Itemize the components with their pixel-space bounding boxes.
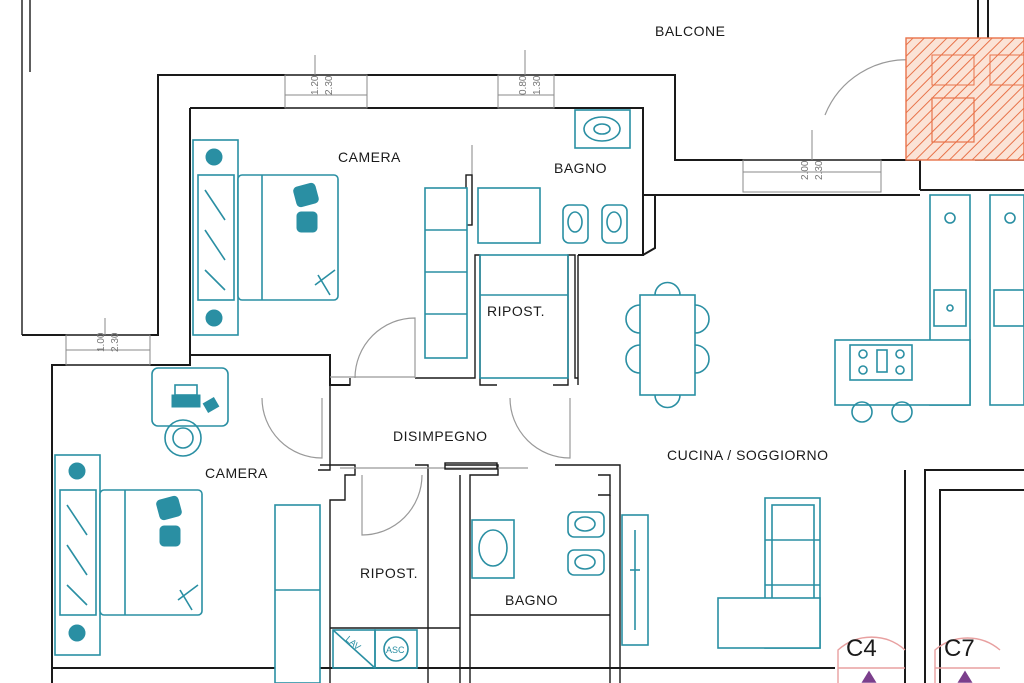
room-label-cucina-soggiorno: CUCINA / SOGGIORNO: [667, 447, 828, 463]
markers: C4 C7: [837, 635, 1001, 683]
bathroom-top-fixtures: [477, 109, 631, 244]
doors: [261, 59, 914, 536]
walls: [21, 0, 1024, 683]
room-labels: BALCONE CAMERA BAGNO RIPOST. DISIMPEGNO …: [205, 23, 828, 608]
window-dim-1a: 1.20: [310, 75, 321, 95]
wardrobe-bottom: [274, 504, 321, 683]
marker-c4: C4: [846, 635, 877, 662]
window-dim-2a: 0.80: [518, 75, 529, 95]
room-label-bagno-top: BAGNO: [554, 160, 607, 176]
desk: [151, 367, 229, 457]
asc-label: ASC: [386, 645, 405, 655]
window-dimensions: 1.20 2.30 0.80 1.30 2.00 2.30 1.00 2.30: [96, 75, 825, 352]
room-label-bagno-bottom: BAGNO: [505, 592, 558, 608]
wardrobe-top: [424, 187, 468, 359]
bed-top: [192, 139, 339, 336]
dining-table: [625, 281, 710, 409]
windows: [65, 50, 882, 366]
sofa: [717, 497, 821, 649]
ripost-top-box: [479, 254, 569, 379]
room-label-ripost-bottom: RIPOST.: [360, 565, 418, 581]
room-label-camera-left: CAMERA: [205, 465, 268, 481]
bed-bottom: [54, 454, 203, 656]
window-dim-3b: 2.30: [814, 160, 825, 180]
room-label-camera-top: CAMERA: [338, 149, 401, 165]
room-label-disimpegno: DISIMPEGNO: [393, 428, 487, 444]
kitchen-counter: [834, 194, 1024, 423]
room-label-balcone: BALCONE: [655, 23, 725, 39]
window-dim-4b: 2.30: [110, 332, 121, 352]
bathroom-bottom-fixtures: [471, 511, 649, 646]
hatched-area: [905, 37, 1024, 161]
window-dim-1b: 2.30: [324, 75, 335, 95]
window-dim-3a: 2.00: [800, 160, 811, 180]
room-label-ripost-top: RIPOST.: [487, 303, 545, 319]
laundry-appliances: LAV ASC: [332, 629, 418, 669]
window-dim-4a: 1.00: [96, 332, 107, 352]
window-dim-2b: 1.30: [532, 75, 543, 95]
marker-c7: C7: [944, 635, 975, 662]
lav-label: LAV: [344, 634, 363, 652]
